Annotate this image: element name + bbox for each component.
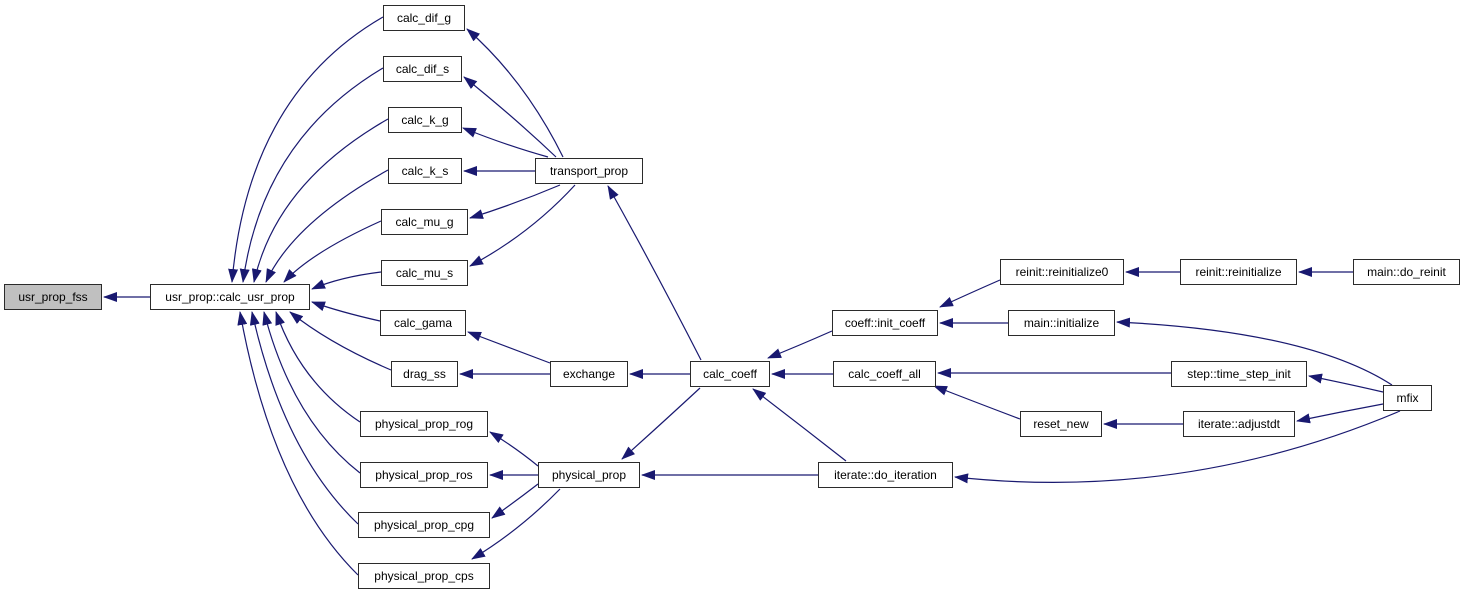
edge-mfix-to-iterate-do-iteration [954, 410, 1401, 484]
edge-reset-new-to-calc-coeff-all [933, 385, 1021, 420]
node-iterate-adjustdt[interactable]: iterate::adjustdt [1183, 411, 1295, 437]
edge-transport-prop-to-calc-mu-g [469, 184, 561, 219]
node-calc-coeff[interactable]: calc_coeff [690, 361, 770, 387]
edge-physical-prop-rog-to-calc-usr-prop [275, 311, 361, 423]
edge-drag-ss-to-calc-usr-prop [289, 311, 392, 371]
edge-calc-coeff-to-physical-prop [621, 387, 701, 460]
edge-calc-gama-to-calc-usr-prop [311, 301, 381, 322]
edge-transport-prop-to-calc-mu-s [469, 184, 576, 267]
node-usr-prop-fss: usr_prop_fss [4, 284, 102, 310]
node-reinit-reinitialize0[interactable]: reinit::reinitialize0 [1000, 259, 1124, 285]
edge-physical-prop-cpg-to-calc-usr-prop [249, 311, 359, 525]
edge-calc-dif-g-to-calc-usr-prop [228, 16, 384, 283]
node-calc-usr-prop[interactable]: usr_prop::calc_usr_prop [150, 284, 310, 310]
node-calc-coeff-all[interactable]: calc_coeff_all [833, 361, 936, 387]
edge-mfix-to-iterate-adjustdt [1296, 403, 1384, 424]
edge-calc-k-s-to-calc-usr-prop [265, 169, 389, 283]
node-calc-k-s[interactable]: calc_k_s [388, 158, 462, 184]
edge-exchange-to-calc-gama [467, 331, 551, 364]
edge-calc-mu-s-to-calc-usr-prop [311, 271, 382, 290]
node-coeff-init-coeff[interactable]: coeff::init_coeff [832, 310, 938, 336]
node-mfix[interactable]: mfix [1383, 385, 1432, 411]
node-physical-prop-rog[interactable]: physical_prop_rog [360, 411, 488, 437]
node-reinit-reinitialize[interactable]: reinit::reinitialize [1180, 259, 1297, 285]
node-step-time-step-init[interactable]: step::time_step_init [1171, 361, 1307, 387]
edge-physical-prop-to-physical-prop-rog [489, 431, 539, 467]
node-calc-gama[interactable]: calc_gama [380, 310, 466, 336]
node-calc-dif-g[interactable]: calc_dif_g [383, 5, 465, 31]
edge-physical-prop-to-physical-prop-cpg [491, 483, 539, 519]
node-physical-prop-cpg[interactable]: physical_prop_cpg [358, 512, 490, 538]
edge-physical-prop-to-physical-prop-cps [471, 488, 561, 560]
node-physical-prop[interactable]: physical_prop [538, 462, 640, 488]
edge-transport-prop-to-calc-dif-g [466, 28, 564, 158]
node-exchange[interactable]: exchange [550, 361, 628, 387]
node-calc-dif-s[interactable]: calc_dif_s [383, 56, 462, 82]
edge-calc-dif-s-to-calc-usr-prop [239, 67, 384, 283]
edge-reinit-reinitialize0-to-coeff-init-coeff [939, 279, 1001, 308]
edge-transport-prop-to-calc-k-g [462, 127, 549, 158]
edge-calc-coeff-to-transport-prop [607, 185, 702, 361]
node-transport-prop[interactable]: transport_prop [535, 158, 643, 184]
node-calc-k-g[interactable]: calc_k_g [388, 107, 462, 133]
edge-physical-prop-cps-to-calc-usr-prop [237, 311, 359, 576]
edge-calc-mu-g-to-calc-usr-prop [283, 220, 382, 283]
edge-calc-k-g-to-calc-usr-prop [251, 118, 389, 283]
edge-coeff-init-coeff-to-calc-coeff [767, 330, 833, 359]
node-physical-prop-ros[interactable]: physical_prop_ros [360, 462, 488, 488]
node-main-do-reinit[interactable]: main::do_reinit [1353, 259, 1460, 285]
node-drag-ss[interactable]: drag_ss [391, 361, 458, 387]
node-iterate-do-iteration[interactable]: iterate::do_iteration [818, 462, 953, 488]
edge-physical-prop-ros-to-calc-usr-prop [262, 311, 361, 474]
edge-transport-prop-to-calc-dif-s [463, 76, 557, 158]
edge-iterate-do-iteration-to-calc-coeff [752, 388, 847, 462]
edge-mfix-to-step-time-step-init [1308, 373, 1384, 393]
node-main-initialize[interactable]: main::initialize [1008, 310, 1115, 336]
node-calc-mu-g[interactable]: calc_mu_g [381, 209, 468, 235]
node-reset-new[interactable]: reset_new [1020, 411, 1102, 437]
node-physical-prop-cps[interactable]: physical_prop_cps [358, 563, 490, 589]
node-calc-mu-s[interactable]: calc_mu_s [381, 260, 468, 286]
edge-mfix-to-main-initialize [1116, 317, 1393, 386]
